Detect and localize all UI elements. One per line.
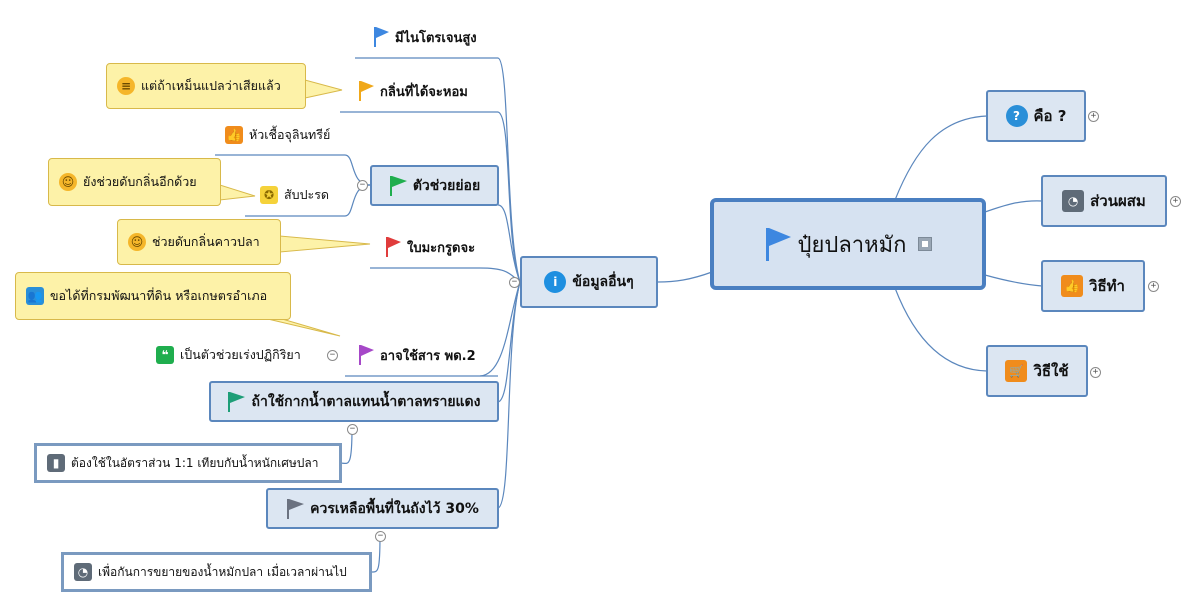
topic-suanpasom-label: ส่วนผสม — [1090, 192, 1146, 210]
item-smell[interactable]: กลิ่นที่ได้จะหอม — [358, 79, 468, 103]
topic-kue[interactable]: ? คือ ? — [986, 90, 1086, 142]
topic-withichai[interactable]: 🛒 วิธีใช้ — [986, 345, 1088, 397]
note-smell: ≡ แต่ถ้าเหม็นแปลว่าเสียแล้ว — [106, 63, 306, 109]
item-ratio-label: ต้องใช้ในอัตราส่วน 1:1 เทียบกับน้ำหนักเศ… — [71, 455, 319, 470]
pie-chart-icon: ◔ — [74, 563, 92, 581]
central-topic[interactable]: ปุ๋ยปลาหมัก — [710, 198, 986, 290]
topic-withitam[interactable]: 👍 วิธีทำ — [1041, 260, 1145, 312]
collapse-toggle-space[interactable]: − — [375, 531, 386, 542]
note-kaffir-text: ช่วยดับกลิ่นคาวปลา — [152, 234, 260, 249]
topic-suanpasom[interactable]: ◔ ส่วนผสม — [1041, 175, 1167, 227]
link-otherinfo-digest — [497, 204, 521, 283]
link-otherinfo-space — [497, 281, 521, 509]
item-smell-label: กลิ่นที่ได้จะหอม — [380, 84, 468, 100]
teal-flag-icon — [228, 391, 246, 412]
pie-chart-icon: ◔ — [1062, 190, 1085, 212]
item-catalyst[interactable]: ❝ เป็นตัวช่วยเร่งปฏิกิริยา — [156, 344, 301, 366]
item-nitrogen[interactable]: มีไนโตรเจนสูง — [373, 25, 477, 49]
item-space[interactable]: ควรเหลือพื้นที่ในถังไว้ 30% — [266, 488, 499, 529]
gray-flag-icon — [287, 498, 305, 519]
item-expand[interactable]: ◔ เพื่อกันการขยายของน้ำหมักปลา เมื่อเวลา… — [61, 552, 372, 592]
blue-flag-icon — [765, 228, 791, 261]
item-molasses-label: ถ้าใช้กากน้ำตาลแทนน้ำตาลทรายแดง — [251, 393, 481, 410]
link-central-otherinfo — [657, 271, 713, 283]
item-digest-label: ตัวช่วยย่อย — [412, 177, 481, 194]
contacts-icon: 👥 — [26, 287, 44, 305]
item-catalyst-label: เป็นตัวช่วยเร่งปฏิกิริยา — [180, 347, 301, 362]
item-pd2[interactable]: อาจใช้สาร พด.2 — [358, 343, 476, 367]
collapse-toggle-digest[interactable]: − — [357, 180, 368, 191]
cart-icon: 🛒 — [1005, 360, 1028, 382]
bar-chart-icon: ▮ — [47, 454, 65, 472]
thumbs-up-icon: 👍 — [1061, 275, 1084, 297]
link-otherinfo-nitrogen — [497, 57, 521, 283]
red-flag-icon — [386, 237, 401, 257]
item-molasses[interactable]: ถ้าใช้กากน้ำตาลแทนน้ำตาลทรายแดง — [209, 381, 499, 422]
green-flag-icon — [389, 175, 407, 196]
link-central-kue — [894, 115, 988, 201]
item-pd2-label: อาจใช้สาร พด.2 — [380, 348, 476, 364]
link-otherinfo-pd2 — [479, 281, 521, 377]
item-expand-label: เพื่อกันการขยายของน้ำหมักปลา เมื่อเวลาผ่… — [98, 564, 347, 579]
item-space-label: ควรเหลือพื้นที่ในถังไว้ 30% — [310, 500, 479, 517]
note-kaffir: ☺ ช่วยดับกลิ่นคาวปลา — [117, 219, 281, 265]
thumbs-up-icon: 👍 — [225, 126, 243, 144]
topic-withichai-label: วิธีใช้ — [1033, 362, 1069, 380]
topic-other-info[interactable]: i ข้อมูลอื่นๆ — [520, 256, 658, 308]
quote-icon: ❝ — [156, 346, 174, 364]
info-icon: i — [544, 271, 567, 293]
note-digest: ☺ ยังช่วยดับกลิ่นอีกด้วย — [48, 158, 221, 206]
neutral-face-icon: ≡ — [117, 77, 135, 95]
item-microbe[interactable]: 👍 หัวเชื้อจุลินทรีย์ — [225, 124, 330, 146]
item-ratio[interactable]: ▮ ต้องใช้ในอัตราส่วน 1:1 เทียบกับน้ำหนัก… — [34, 443, 342, 483]
collapse-icon[interactable] — [918, 237, 933, 251]
link-central-withitam — [984, 274, 1043, 287]
expand-toggle-withichai[interactable]: + — [1090, 367, 1101, 378]
purple-flag-icon — [359, 345, 374, 365]
expand-toggle-withitam[interactable]: + — [1148, 281, 1159, 292]
blue-flag-icon — [374, 27, 389, 47]
question-icon: ? — [1005, 105, 1028, 127]
collapse-toggle-other-info[interactable]: − — [509, 277, 520, 288]
link-central-withichai — [894, 287, 988, 372]
medal-icon: ✪ — [260, 186, 278, 204]
collapse-toggle-molasses[interactable]: − — [347, 424, 358, 435]
topic-other-info-label: ข้อมูลอื่นๆ — [572, 274, 634, 290]
item-pineapple[interactable]: ✪ สับปะรด — [260, 184, 329, 206]
note-smell-text: แต่ถ้าเหม็นแปลว่าเสียแล้ว — [141, 78, 281, 93]
expand-toggle-kue[interactable]: + — [1088, 111, 1099, 122]
item-microbe-label: หัวเชื้อจุลินทรีย์ — [249, 127, 331, 142]
central-topic-label: ปุ๋ยปลาหมัก — [797, 232, 907, 258]
smile-icon: ☺ — [59, 173, 77, 191]
item-digest[interactable]: ตัวช่วยย่อย — [370, 165, 499, 206]
link-otherinfo-smell — [497, 111, 521, 283]
note-digest-text: ยังช่วยดับกลิ่นอีกด้วย — [83, 174, 197, 189]
note-pd2: 👥 ขอได้ที่กรมพัฒนาที่ดิน หรือเกษตรอำเภอ — [15, 272, 291, 320]
orange-flag-icon — [359, 81, 374, 101]
expand-toggle-suanpasom[interactable]: + — [1170, 196, 1181, 207]
item-kaffir-label: ใบมะกรูดจะ — [407, 240, 476, 256]
link-central-suanpasom — [984, 200, 1043, 213]
item-pineapple-label: สับปะรด — [284, 187, 330, 202]
smile-icon: ☺ — [128, 233, 146, 251]
topic-withitam-label: วิธีทำ — [1089, 277, 1125, 295]
note-pd2-text: ขอได้ที่กรมพัฒนาที่ดิน หรือเกษตรอำเภอ — [50, 288, 268, 303]
collapse-toggle-pd2[interactable]: − — [327, 350, 338, 361]
item-nitrogen-label: มีไนโตรเจนสูง — [395, 30, 477, 46]
topic-kue-label: คือ ? — [1033, 107, 1067, 125]
item-kaffir[interactable]: ใบมะกรูดจะ — [385, 235, 475, 259]
